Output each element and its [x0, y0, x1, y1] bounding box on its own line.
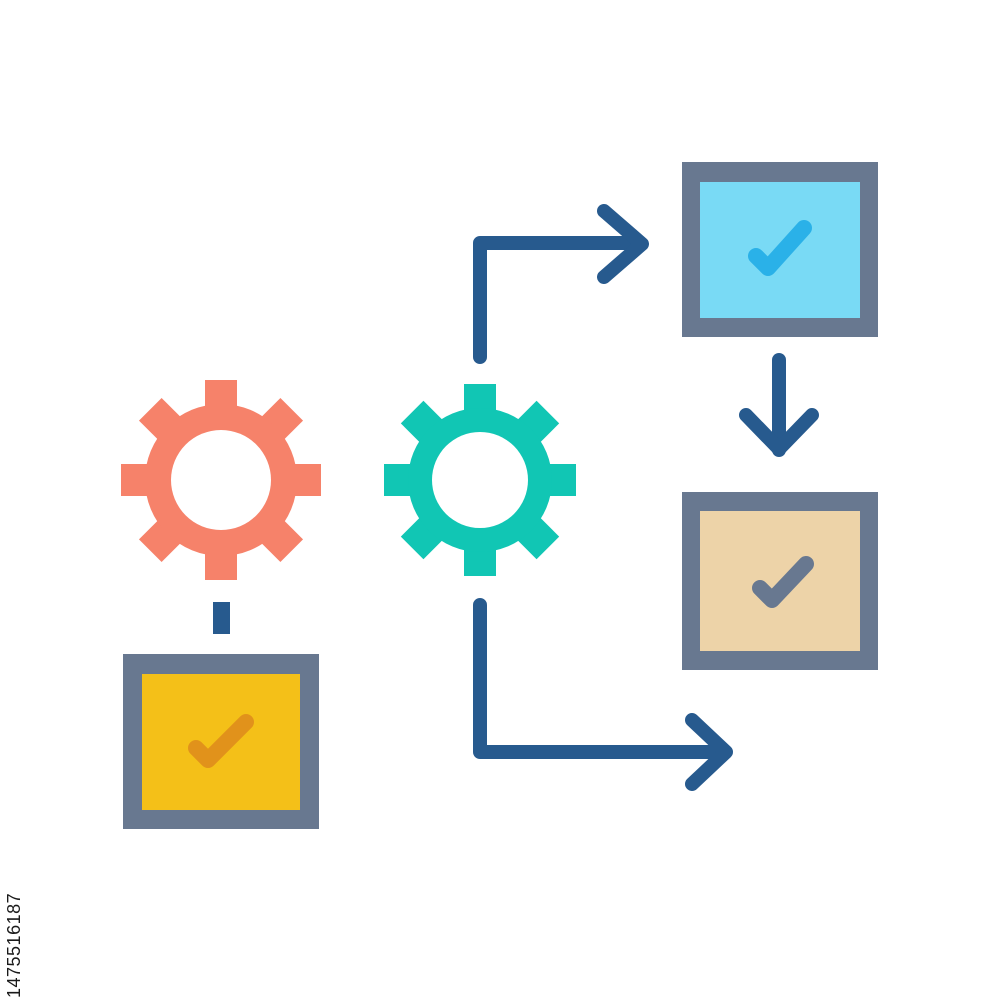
arrow-right-icon-bottom: [473, 598, 733, 791]
checkmark-icon-top: [748, 220, 812, 276]
task-box-top: [682, 162, 878, 337]
task-box-middle: [682, 492, 878, 670]
arrow-right-icon-top: [473, 204, 649, 364]
gear-icon-left: [121, 380, 321, 580]
checkmark-icon-bottom: [188, 714, 254, 768]
gear-icon-center: [384, 384, 576, 576]
task-box-bottom: [123, 654, 319, 829]
stock-image-id: 1475516187: [4, 892, 24, 998]
arrow-down-icon: [739, 353, 819, 457]
gear-to-box-connector: [213, 602, 230, 634]
checkmark-icon-middle: [752, 556, 814, 608]
